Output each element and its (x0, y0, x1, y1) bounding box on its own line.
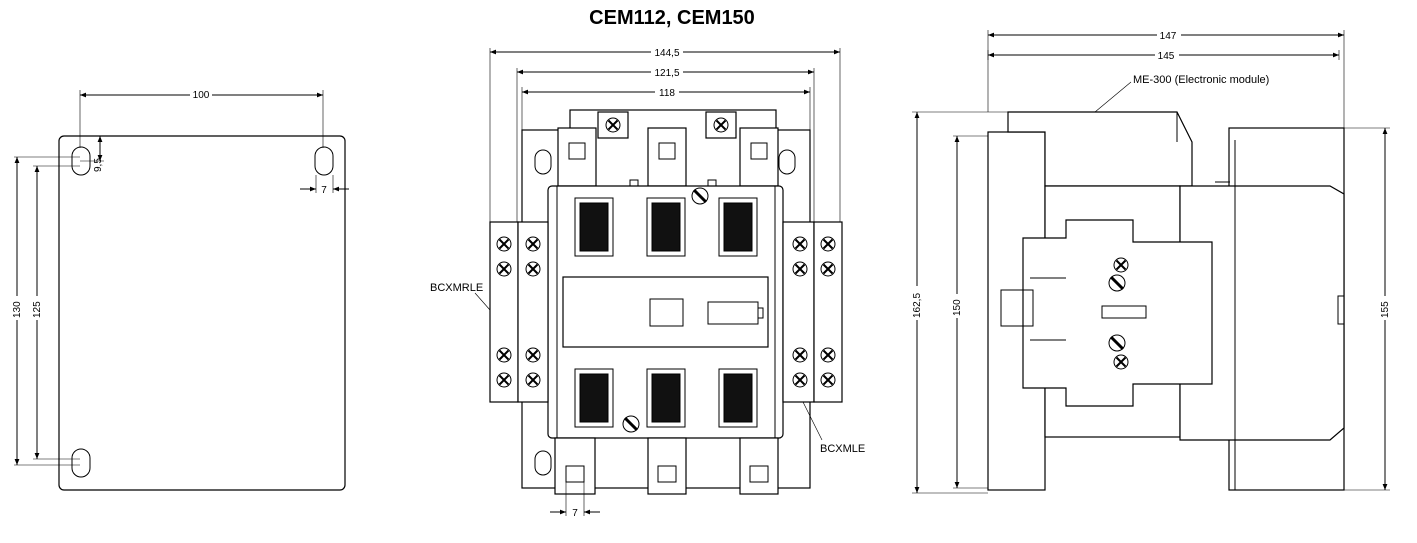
label-bcxmrle: BCXMRLE (430, 282, 483, 294)
aux-block-right (782, 221, 843, 403)
mount-hole-bottom-left (71, 448, 91, 478)
dim-side-right-height: 155 (1380, 301, 1391, 318)
drawing-title: CEM112, CEM150 (589, 7, 755, 29)
dim-side-height-inner: 150 (952, 299, 963, 316)
mounting-plate (58, 135, 346, 491)
dim-mount-width: 100 (193, 90, 210, 101)
label-bcxmle: BCXMLE (820, 443, 865, 455)
contact-carrier (1022, 219, 1213, 407)
aux-block-left (489, 221, 549, 403)
label-me300: ME-300 (Electronic module) (1133, 74, 1269, 86)
side-view: 147 145 ME-300 (Electronic module) (909, 28, 1393, 494)
front-view: 144,5 121,5 118 (430, 45, 865, 519)
mounting-plate-view: 100 9,5 7 130 125 (9, 88, 349, 491)
dim-front-inner: 118 (659, 88, 675, 99)
dim-front-overall: 144,5 (654, 48, 679, 59)
mount-hole-top-right (314, 146, 334, 176)
dim-mount-height-outer: 130 (12, 301, 23, 318)
dim-mount-height-inner: 125 (32, 301, 43, 318)
dim-side-top-inner: 145 (1158, 51, 1175, 62)
dim-front-mid: 121,5 (654, 68, 679, 79)
dim-side-height-outer: 162,5 (912, 293, 923, 318)
dim-side-top-outer: 147 (1160, 31, 1177, 42)
dim-hole-offset: 9,5 (93, 158, 104, 172)
dim-front-terminal: 7 (572, 508, 578, 519)
dim-slot-width: 7 (321, 185, 327, 196)
